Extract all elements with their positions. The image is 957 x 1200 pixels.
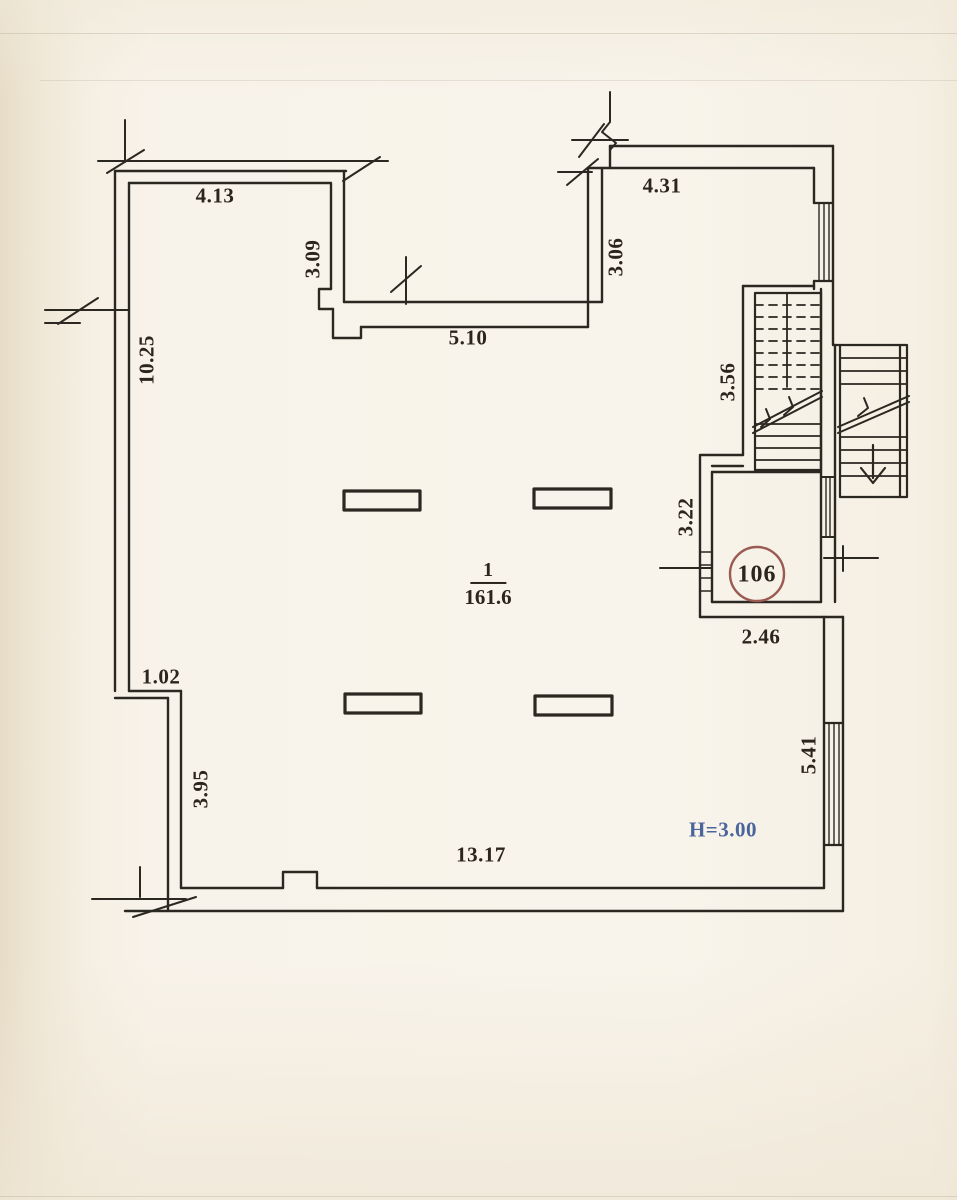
dim-label-2-46: 2.46 (741, 624, 781, 649)
dim-label-3-22: 3.22 (673, 497, 698, 537)
dim-label-3-06: 3.06 (603, 237, 628, 277)
column-icon (342, 487, 614, 717)
dim-label-3-95: 3.95 (188, 769, 213, 809)
room-106-number: 106 (737, 561, 777, 588)
exterior-walls (113, 144, 845, 913)
room-106-walls (698, 470, 845, 619)
room-area-value: 161.6 (464, 584, 512, 609)
window-hatch-icon (812, 201, 835, 283)
ceiling-height-note: H=3.00 (688, 817, 758, 842)
axis-marker-icon (44, 91, 879, 918)
exterior-stairs-icon (831, 343, 910, 499)
dim-label-1-02: 1.02 (141, 664, 181, 689)
room-area-label: 1 161.6 (464, 558, 512, 609)
room-106-circle (728, 545, 786, 603)
room-number: 1 (483, 558, 493, 581)
dim-label-5-10: 5.10 (448, 325, 488, 350)
dim-label-4-13: 4.13 (195, 183, 235, 208)
interior-stairs-icon (752, 291, 823, 472)
dim-label-3-09: 3.09 (300, 239, 325, 279)
dim-label-3-56: 3.56 (715, 362, 740, 402)
dim-label-5-41: 5.41 (796, 735, 821, 775)
dim-label-10-25: 10.25 (134, 335, 159, 385)
dim-label-13-17: 13.17 (456, 842, 506, 867)
window-hatch-icon (822, 721, 845, 847)
dim-label-4-31: 4.31 (642, 173, 682, 198)
fraction-bar (470, 581, 506, 584)
